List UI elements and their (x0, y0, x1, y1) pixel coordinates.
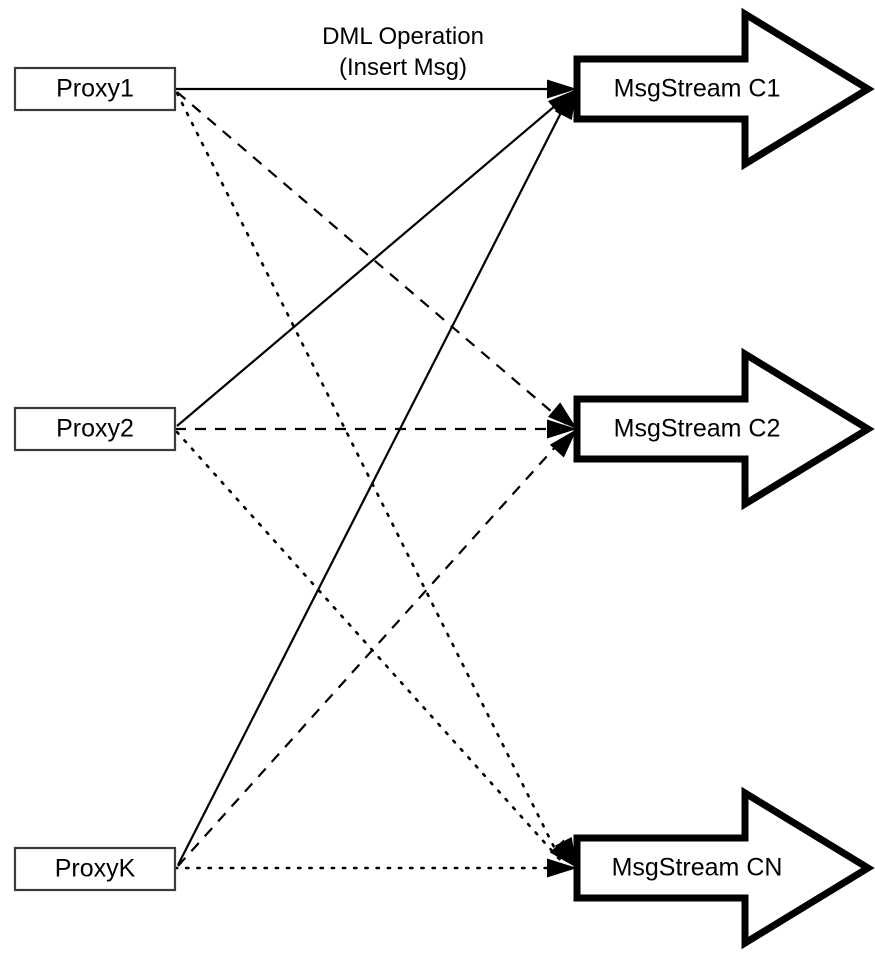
arrowhead-e-pK-cn (547, 858, 577, 878)
stream-node-stream-c2[interactable]: MsgStream C2 (573, 347, 875, 511)
arrowhead-layer (547, 79, 577, 878)
block-arrow-shape-stream-cn[interactable] (573, 786, 875, 950)
arrowhead-e-pK-c1 (554, 89, 577, 121)
proxy-box-proxyk[interactable] (13, 846, 177, 892)
arrowhead-cluster-stream-cn (547, 836, 577, 878)
block-arrow-shape-stream-c2[interactable] (573, 347, 875, 511)
arrowhead-cluster-stream-c1 (547, 79, 577, 121)
arrowhead-e-p1-c2 (547, 402, 577, 429)
arrowhead-e-pK-c2 (549, 429, 577, 458)
stream-node-stream-c1[interactable]: MsgStream C1 (573, 7, 875, 171)
proxy-node-layer: Proxy1 Proxy2 ProxyK (13, 66, 177, 892)
proxy-label-proxy2: Proxy2 (56, 415, 134, 443)
arrowhead-e-p2-cn (549, 839, 577, 868)
arrowhead-e-p1-c1 (547, 79, 577, 99)
stream-label-stream-cn: MsgStream CN (612, 854, 783, 882)
stream-label-stream-c1: MsgStream C1 (614, 75, 781, 103)
dml-operation-label-line2: (Insert Msg) (339, 54, 467, 81)
annotation-layer: DML Operation (Insert Msg) (322, 23, 484, 81)
block-arrow-shape-stream-c1[interactable] (573, 7, 875, 171)
arrowhead-e-p2-c2 (547, 419, 577, 439)
edge-layer (173, 87, 571, 870)
stream-node-stream-cn[interactable]: MsgStream CN (573, 786, 875, 950)
proxy-node-proxy2[interactable]: Proxy2 (13, 406, 177, 452)
proxy-label-proxyk: ProxyK (55, 855, 136, 883)
stream-label-stream-c2: MsgStream C2 (614, 415, 781, 443)
arrowhead-cluster-stream-c2 (547, 402, 577, 458)
dml-operation-label-line1: DML Operation (322, 23, 484, 50)
proxy-node-proxyK[interactable]: ProxyK (13, 846, 177, 892)
stream-node-layer: MsgStream C1 MsgStream C2 MsgStream CN (573, 7, 875, 950)
proxy-label-proxy1: Proxy1 (56, 75, 134, 103)
edge-proxyk-to-stream-c2[interactable] (177, 434, 567, 867)
edge-proxy1-to-stream-cn[interactable] (175, 91, 564, 865)
proxy-node-proxy1[interactable]: Proxy1 (13, 66, 177, 112)
proxy-box-proxy2[interactable] (13, 406, 177, 452)
edge-proxyk-to-stream-c1[interactable] (177, 94, 571, 866)
edge-proxy2-to-stream-cn[interactable] (175, 430, 564, 864)
proxy-box-proxy1[interactable] (13, 66, 177, 112)
arrowhead-e-p2-c1 (547, 89, 577, 116)
edge-proxy2-to-stream-c1[interactable] (176, 93, 570, 427)
edge-proxy1-to-stream-c2[interactable] (176, 91, 567, 425)
